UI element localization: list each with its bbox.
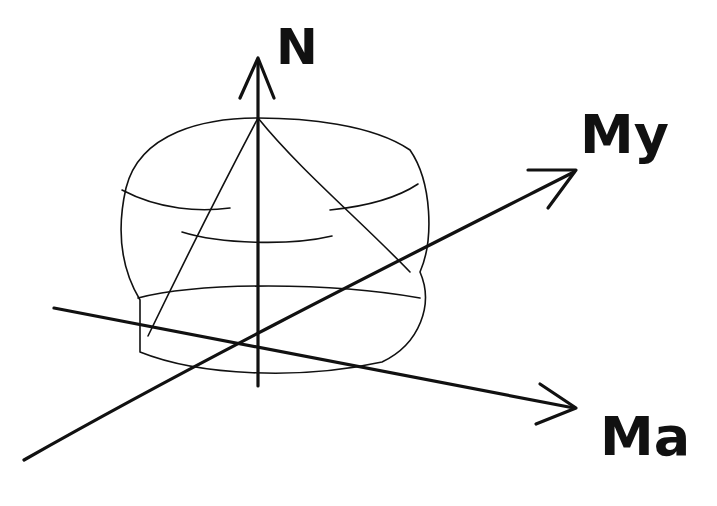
n-axis [256,60,259,386]
axis-label: My [580,108,669,162]
surface-contour [122,190,230,210]
surface-meridian [148,118,258,336]
arrowhead [528,170,576,208]
surface-outline [121,118,429,373]
surface-contour [138,286,420,298]
axis-label: Ma [600,410,690,464]
arrowhead [240,58,274,98]
surface-body [121,118,429,373]
surface-contour [330,184,418,210]
axis-label: N [276,22,318,72]
surface-meridian [258,118,410,272]
ma-axis [54,308,574,408]
my-axis [24,172,574,460]
axes [24,58,576,460]
arrowhead [536,384,576,424]
